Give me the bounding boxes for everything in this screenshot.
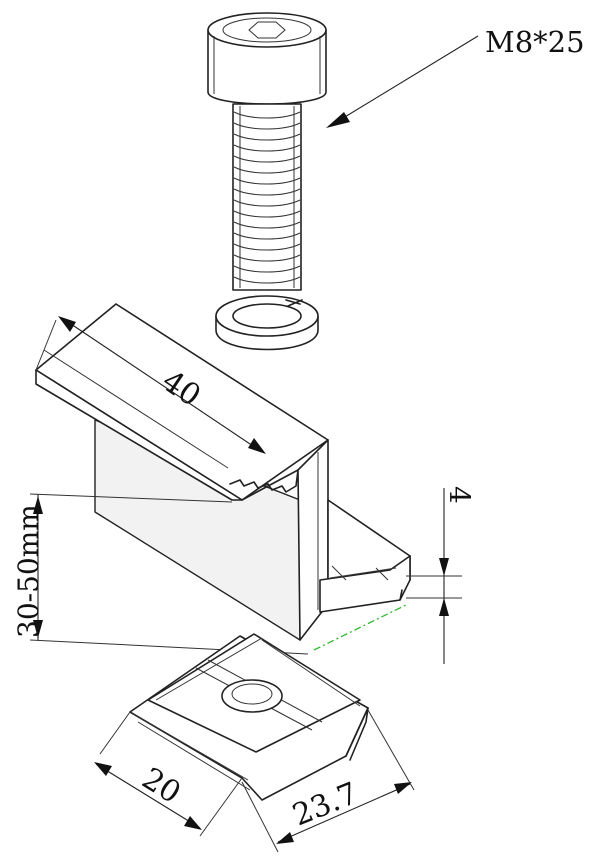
end-clamp (35, 303, 411, 641)
thread-ridge (233, 133, 301, 141)
bolt-leader (326, 35, 479, 128)
thread-ridge (233, 243, 301, 251)
thread-ridge (233, 155, 301, 163)
dimension-23-7 (241, 709, 415, 853)
thread-ridge (233, 122, 301, 130)
dimension-4 (406, 488, 462, 664)
thread-ridge (233, 232, 301, 240)
height-range-label: 30-50mm (12, 504, 45, 638)
bolt-size-label: M8*25 (485, 25, 585, 59)
thread-ridge (233, 276, 301, 284)
t-nut (129, 633, 369, 801)
bolt (207, 12, 327, 351)
thread-ridge (233, 177, 301, 185)
thread-ridge (233, 166, 301, 174)
bolt-head (207, 12, 327, 105)
width-20-label: 20 (136, 761, 187, 811)
dimension-40 (35, 316, 266, 454)
thread-ridge (233, 254, 301, 262)
thread-ridge (233, 199, 301, 207)
spring-washer (215, 295, 319, 351)
thread-ridge (233, 265, 301, 273)
thickness-4-label: 4 (443, 486, 476, 504)
hex-socket-icon (248, 21, 286, 39)
thread-ridge (233, 221, 301, 229)
thread-ridge (233, 144, 301, 152)
thread-ridge (233, 188, 301, 196)
thread-ridge (233, 210, 301, 218)
bolt-thread (232, 103, 302, 291)
length-23-7-label: 23.7 (288, 776, 363, 833)
centerline (313, 603, 409, 651)
thread-ridge (233, 111, 301, 119)
dimension-20 (94, 711, 243, 837)
